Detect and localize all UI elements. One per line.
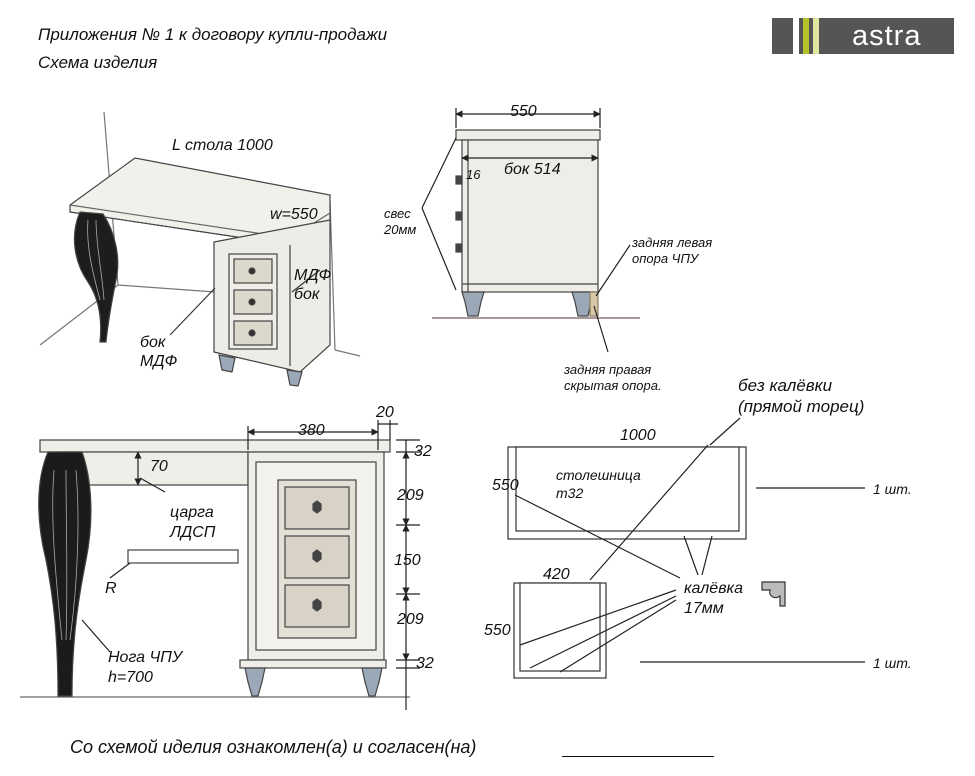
side-view <box>421 108 640 353</box>
apron-height-dim: 70 <box>150 458 168 475</box>
front-side-mdf-label: бок МДФ <box>140 334 178 371</box>
small-panel-height-dim: 550 <box>484 622 511 639</box>
radius-label: R <box>105 580 117 597</box>
side-mdf-label: МДФ бок <box>294 267 332 304</box>
no-edge-label: без калёвки (прямой торец) <box>738 376 865 417</box>
side-panel-dim: бок 514 <box>504 161 561 178</box>
top-width-dim: 550 <box>492 477 519 494</box>
base-height-dim: 32 <box>416 655 434 672</box>
table-length-label: L стола 1000 <box>172 137 273 154</box>
drawer-height-dim-3: 209 <box>397 611 424 628</box>
logo-stripe-green <box>803 18 809 54</box>
quantity-label-2: 1 шт. <box>873 655 912 671</box>
table-width-label: w=550 <box>270 206 318 223</box>
cabinet-width-dim: 380 <box>298 422 325 439</box>
perspective-view <box>39 111 361 387</box>
rear-left-support-label: задняя левая опора ЧПУ <box>632 235 713 267</box>
acknowledgement-text: Со схемой иделия ознакомлен(а) и согласе… <box>70 737 477 757</box>
drawer-height-dim-2: 150 <box>394 552 421 569</box>
small-panel-width-dim: 420 <box>543 566 570 583</box>
tabletop-label: столешница m32 <box>556 467 641 501</box>
drawer-height-dim-1: 209 <box>397 487 424 504</box>
signature-line[interactable] <box>562 756 714 757</box>
thickness-dim: 16 <box>466 167 481 182</box>
front-view <box>20 420 420 710</box>
logo-text: astra <box>852 20 922 52</box>
quantity-label-1: 1 шт. <box>873 481 912 497</box>
scheme-title: Схема изделия <box>38 53 158 72</box>
appendix-title: Приложения № 1 к договору купли-продажи <box>38 25 388 44</box>
side-width-dim: 550 <box>510 103 537 120</box>
parts-view <box>507 417 865 679</box>
top-thickness-dim: 32 <box>414 443 432 460</box>
apron-label: царга ЛДСП <box>170 504 216 541</box>
logo-stripe-white <box>793 18 799 54</box>
edge-profile-label: калёвка 17мм <box>684 580 743 617</box>
logo-stripe-light <box>813 18 819 54</box>
astra-logo: astra <box>772 18 954 54</box>
leg-label: Нога ЧПУ h=700 <box>108 649 183 686</box>
rear-right-support-label: задняя правая скрытая опора. <box>564 362 662 394</box>
overhang-dim: 20 <box>376 404 394 421</box>
overhang-label: свес 20мм <box>384 206 417 238</box>
top-length-dim: 1000 <box>620 427 656 444</box>
